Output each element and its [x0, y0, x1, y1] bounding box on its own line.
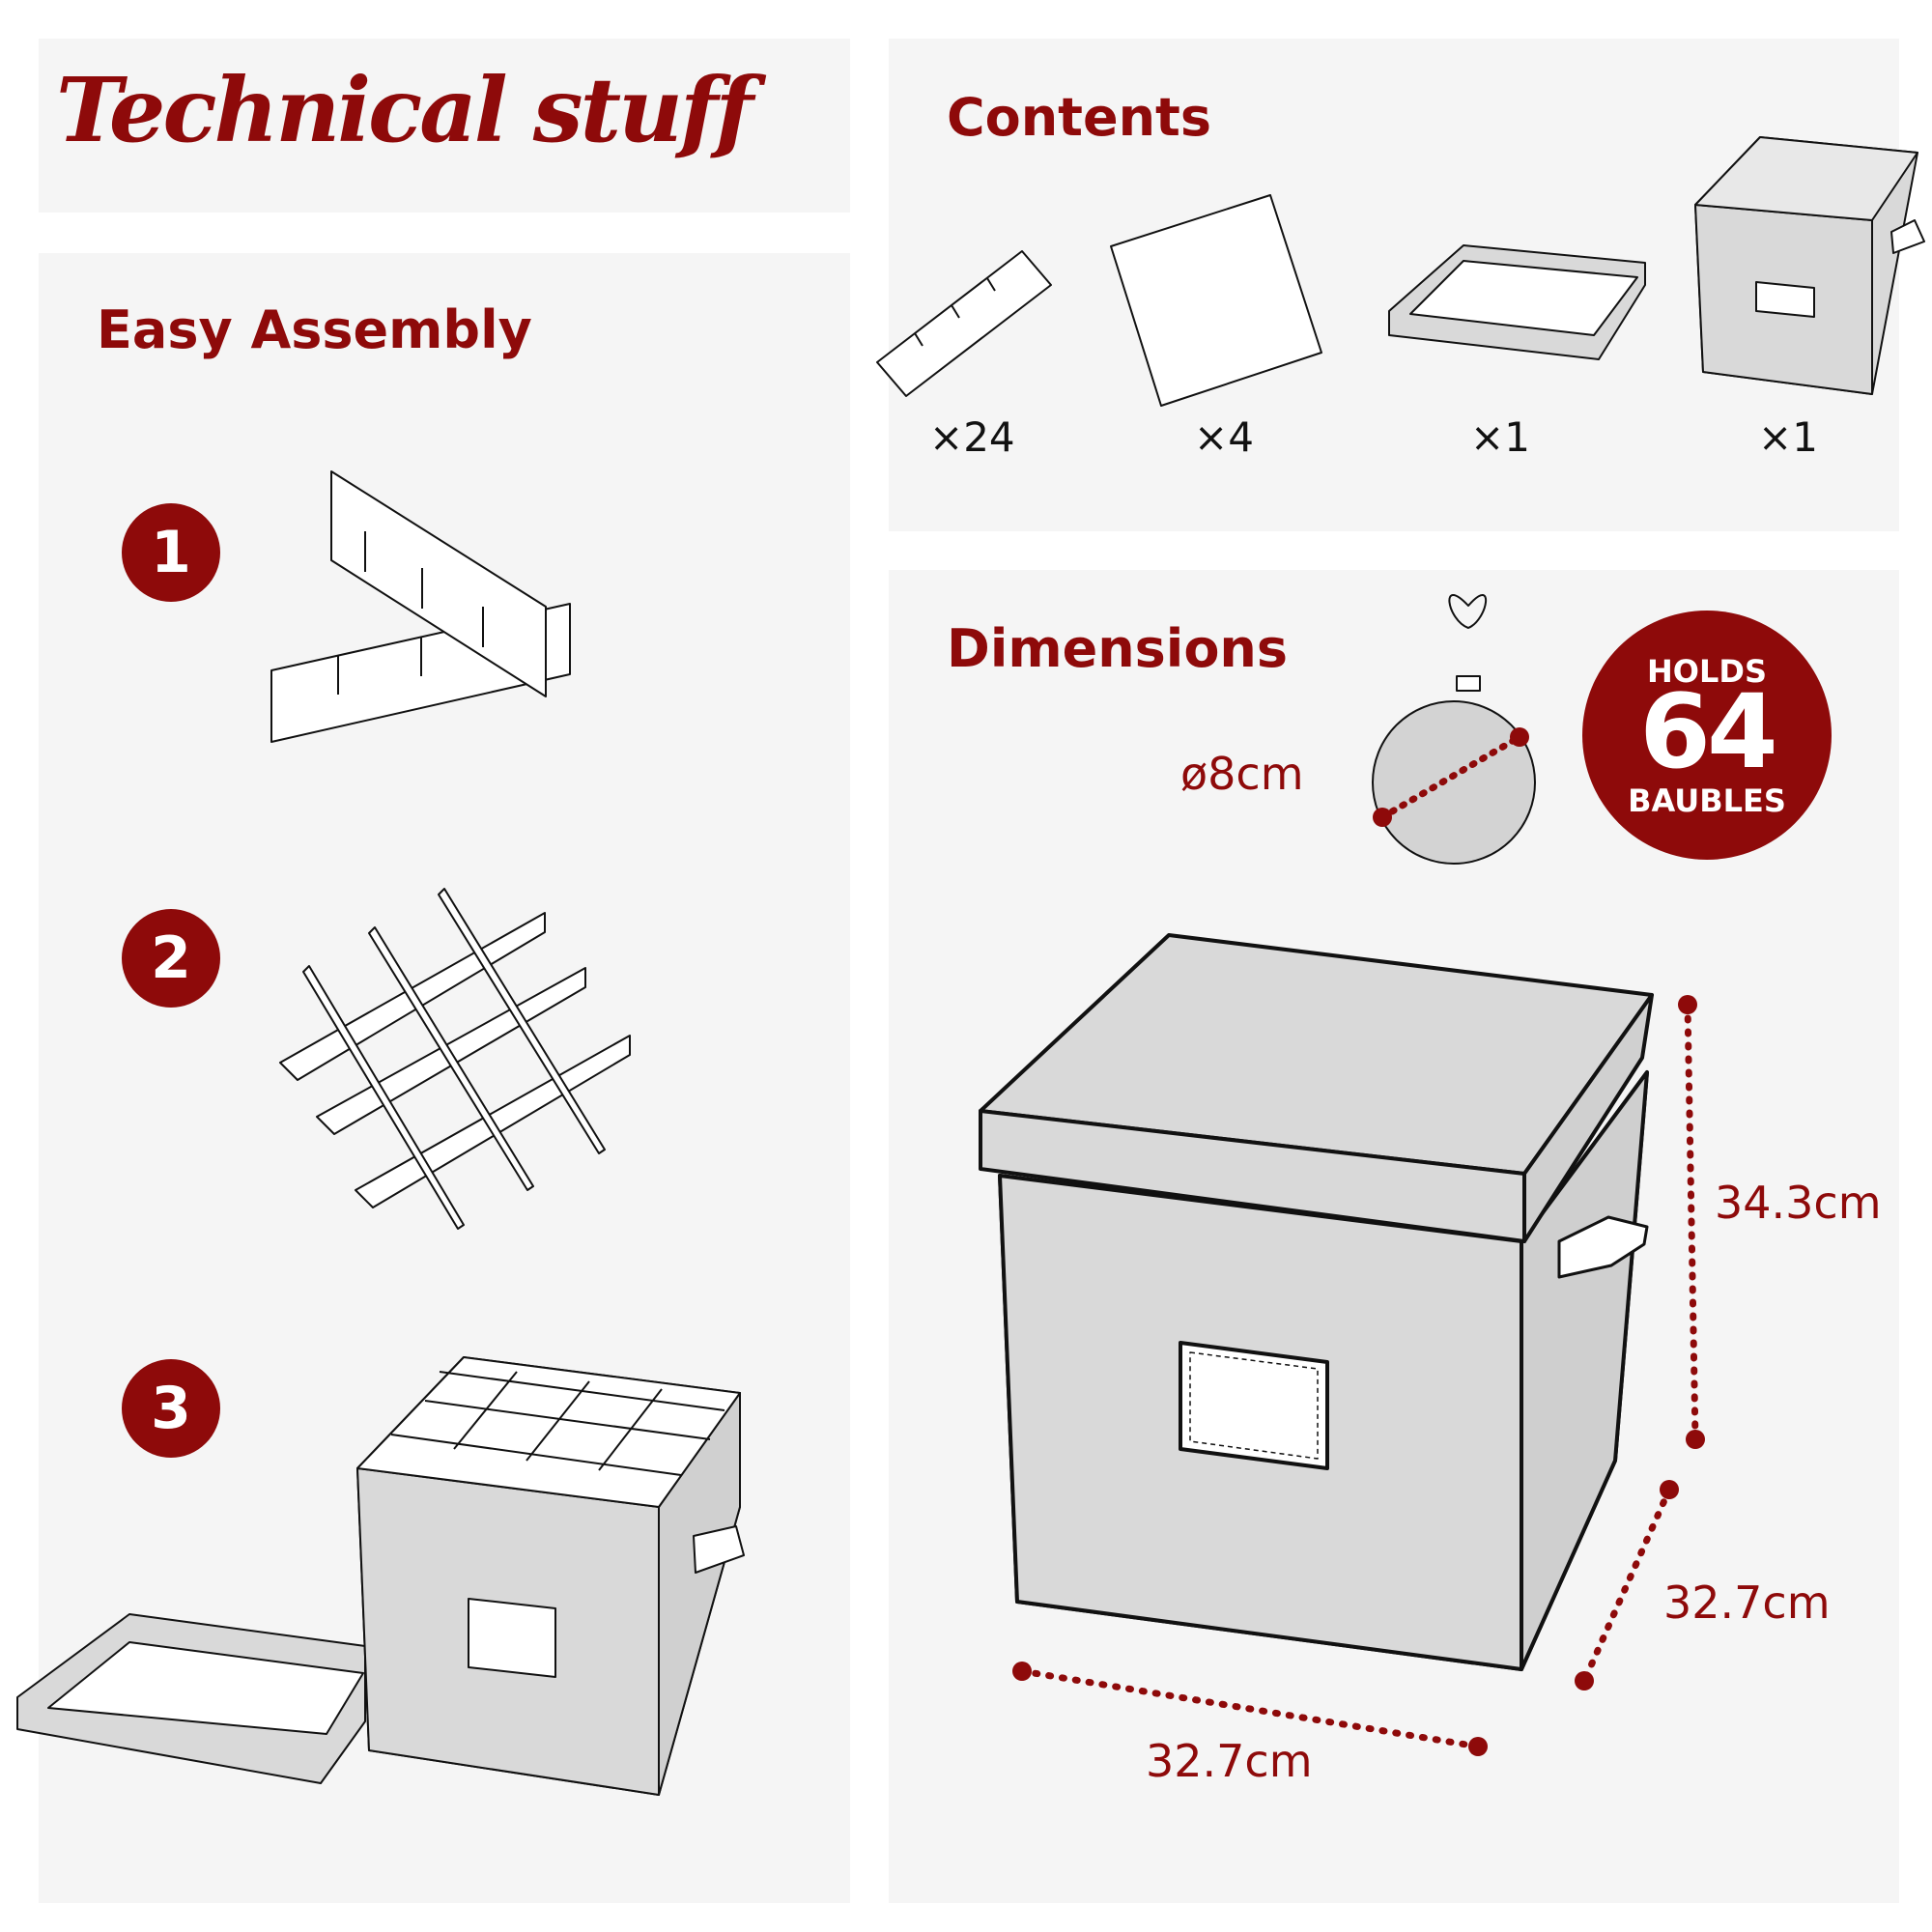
step-2-badge: 2	[122, 909, 220, 1008]
depth-label: 32.7cm	[1663, 1577, 1831, 1629]
divider-strip-icon	[876, 250, 1052, 397]
storage-box-icon	[1694, 136, 1925, 395]
contents-title: Contents	[947, 87, 1212, 148]
badge-holds-text: HOLDS	[1647, 653, 1767, 690]
capacity-badge: HOLDS 64 BAUBLES	[1582, 611, 1832, 860]
height-label: 34.3cm	[1715, 1177, 1882, 1229]
step-3-badge: 3	[122, 1359, 220, 1458]
page-title: Technical stuff	[56, 58, 753, 162]
box-quantity: ×1	[1758, 413, 1818, 461]
width-label: 32.7cm	[1146, 1735, 1313, 1787]
square-sheet-icon	[1110, 194, 1322, 407]
depth-dimension-line	[1575, 1480, 1679, 1690]
badge-number: 64	[1639, 672, 1778, 791]
dimensions-title: Dimensions	[947, 618, 1289, 679]
bauble-diameter-line	[1373, 727, 1529, 827]
height-dimension-line	[1678, 995, 1705, 1449]
sheet-quantity: ×4	[1194, 413, 1254, 461]
divider-quantity: ×24	[929, 413, 1015, 461]
lid-quantity: ×1	[1470, 413, 1530, 461]
bauble-icon	[1372, 594, 1536, 865]
large-storage-box-icon	[979, 933, 1654, 1671]
bauble-diameter-label: ø8cm	[1180, 748, 1304, 800]
step-1-strips-icon	[270, 470, 571, 743]
width-dimension-line	[1012, 1662, 1488, 1756]
step-1-badge: 1	[122, 503, 220, 602]
step-2-grid-icon	[279, 888, 631, 1230]
lid-tray-icon	[1388, 244, 1646, 360]
badge-baubles-text: BAUBLES	[1628, 782, 1786, 819]
step-3-box-icon	[16, 1356, 745, 1796]
header-panel	[39, 39, 850, 213]
assembly-title: Easy Assembly	[97, 299, 532, 360]
